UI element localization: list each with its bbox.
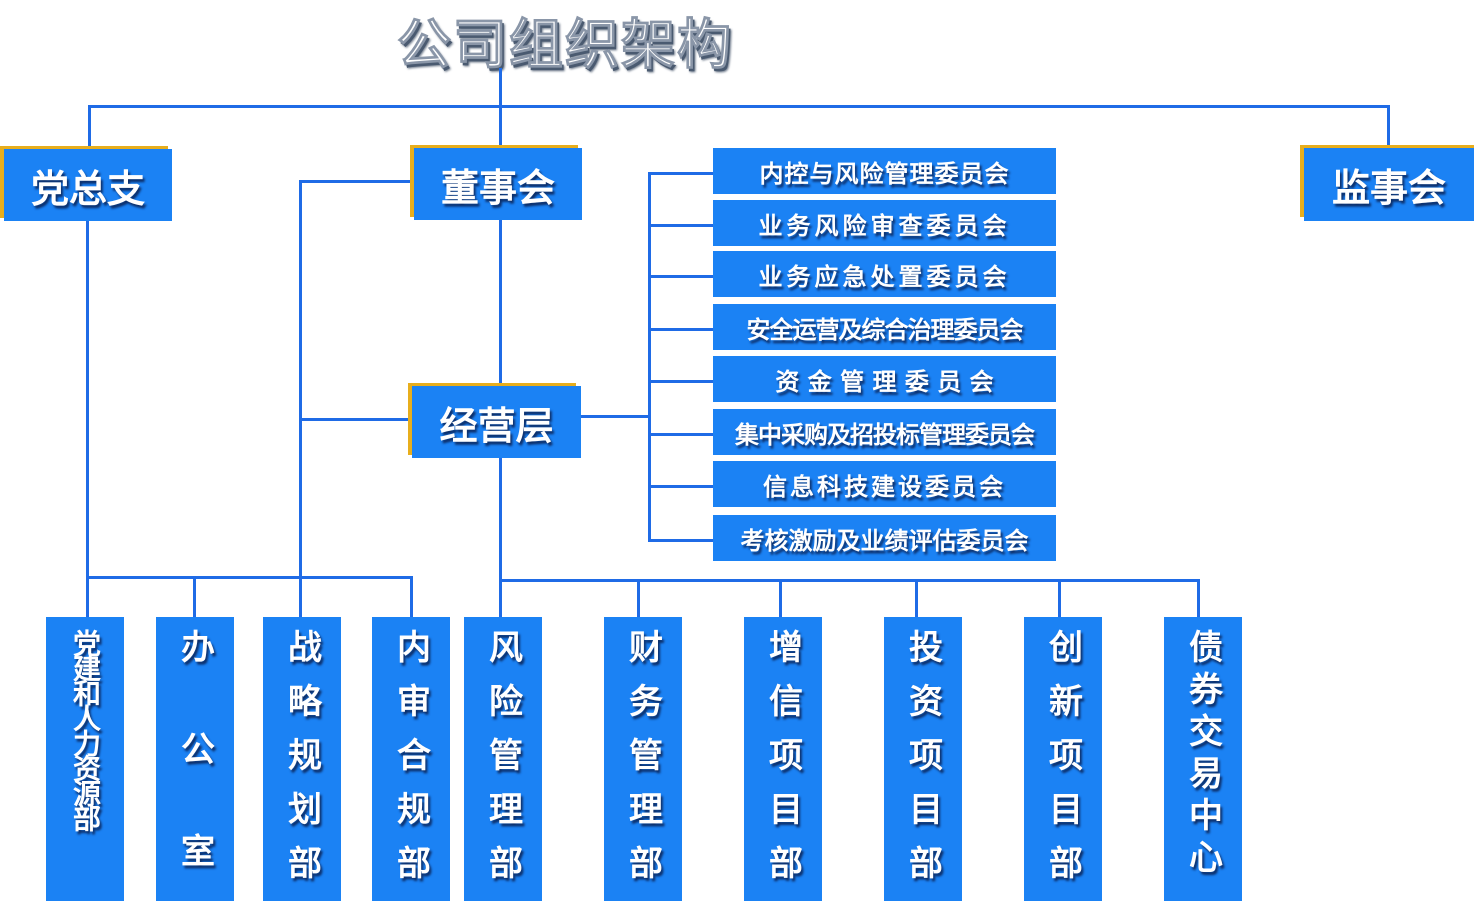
department-box: 增信项目部: [744, 617, 822, 901]
connector: [915, 579, 918, 617]
connector: [193, 576, 196, 617]
board-box: 董事会: [414, 148, 582, 220]
connector: [648, 328, 714, 331]
connector: [86, 576, 413, 579]
department-box: 债券交易中心: [1164, 617, 1242, 901]
connector: [1387, 105, 1390, 149]
connector: [648, 224, 714, 227]
connector: [499, 458, 502, 617]
connector: [499, 68, 502, 108]
connector: [88, 105, 91, 149]
connector: [499, 105, 502, 149]
department-box: 投资项目部: [884, 617, 962, 901]
department-box: 风险管理部: [464, 617, 542, 901]
department-box: 战略规划部: [263, 617, 341, 901]
supervisors-box: 监事会: [1304, 148, 1474, 221]
committee-box: 资 金 管 理 委 员 会: [713, 356, 1056, 402]
connector: [499, 220, 502, 386]
connector: [648, 433, 714, 436]
department-box: 内审合规部: [372, 617, 450, 901]
connector: [1197, 579, 1200, 617]
connector: [648, 172, 714, 175]
committee-box: 考核激励及业绩评估委员会: [713, 515, 1056, 561]
department-box: 办 公 室: [156, 617, 234, 901]
connector: [499, 579, 1200, 582]
connector: [648, 539, 714, 542]
committee-box: 业务应急处置委员会: [713, 251, 1056, 297]
department-box: 党建和人力资源部: [46, 617, 124, 901]
committee-box: 内控与风险管理委员会: [713, 148, 1056, 194]
connector: [410, 576, 413, 617]
connector: [1058, 579, 1061, 617]
department-box: 创新项目部: [1024, 617, 1102, 901]
connector: [86, 221, 89, 617]
connector: [648, 380, 714, 383]
connector: [299, 180, 413, 183]
connector: [637, 579, 640, 617]
connector: [648, 485, 714, 488]
connector: [779, 579, 782, 617]
party-branch-box: 党总支: [4, 149, 172, 221]
connector: [299, 180, 302, 617]
committee-box: 集中采购及招投标管理委员会: [713, 409, 1056, 455]
department-box: 财务管理部: [604, 617, 682, 901]
chart-title: 公司组织架构: [397, 13, 733, 77]
committee-box: 安全运营及综合治理委员会: [713, 304, 1056, 350]
connector: [648, 172, 651, 540]
committee-box: 业务风险审查委员会: [713, 200, 1056, 246]
connector: [648, 275, 714, 278]
management-box: 经营层: [412, 386, 581, 458]
connector: [299, 418, 413, 421]
connector: [88, 105, 1390, 108]
committee-box: 信息科技建设委员会: [713, 461, 1056, 507]
connector: [581, 415, 650, 418]
